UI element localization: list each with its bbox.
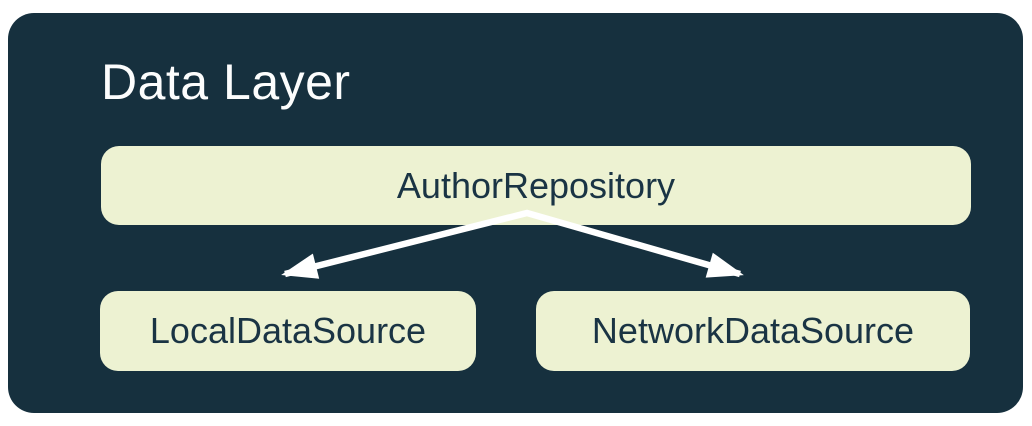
- node-network-data-source: NetworkDataSource: [536, 291, 970, 371]
- data-layer-container: Data Layer AuthorRepository LocalDataSou…: [8, 13, 1023, 413]
- node-author-repository: AuthorRepository: [101, 146, 971, 225]
- node-local-data-source: LocalDataSource: [100, 291, 476, 371]
- diagram-title: Data Layer: [101, 54, 351, 110]
